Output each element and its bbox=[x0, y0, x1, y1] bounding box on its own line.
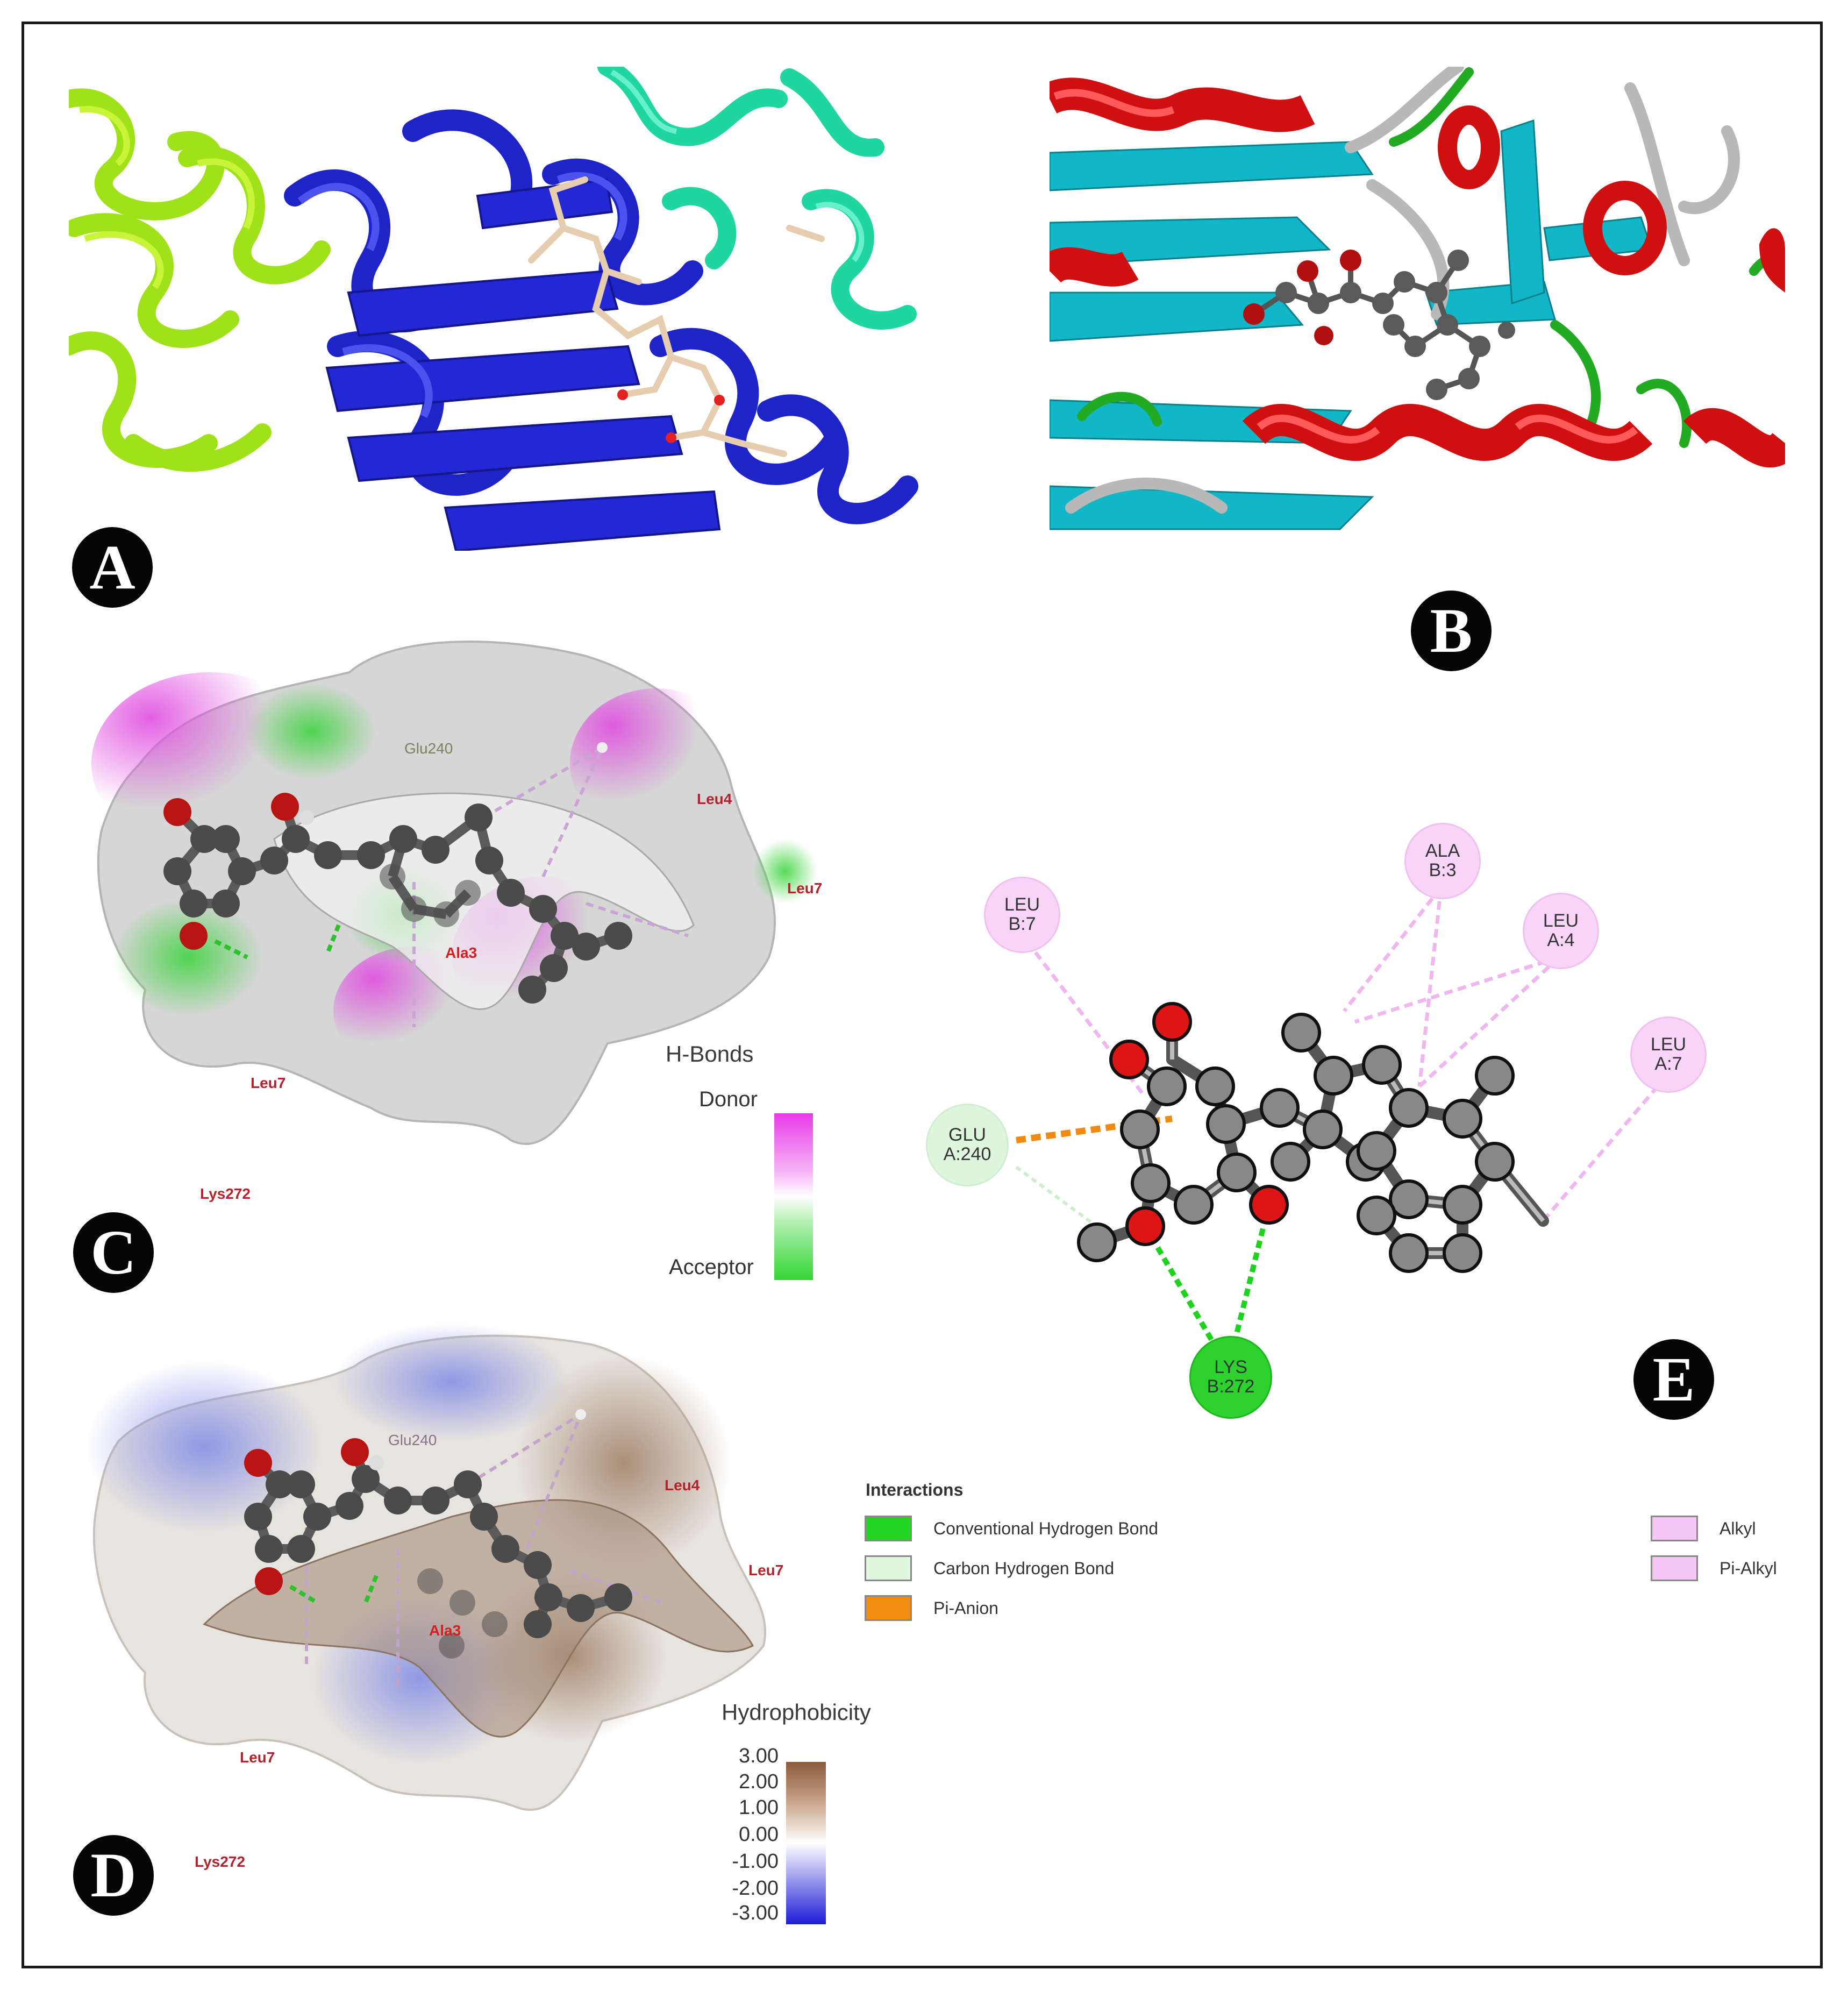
panel-label-c: C bbox=[73, 1212, 154, 1293]
legend-label: Pi-Anion bbox=[933, 1598, 998, 1618]
interactions-legend-item: Pi-Alkyl bbox=[1651, 1555, 1777, 1581]
interactions-legend-item: Pi-Anion bbox=[865, 1595, 998, 1621]
residue-ala-b3: ALA B:3 bbox=[1404, 823, 1481, 899]
hydro-tick: -2.00 bbox=[732, 1877, 779, 1900]
hbond-legend-title: H-Bonds bbox=[666, 1041, 754, 1066]
residue-leu-b7-name: LEU bbox=[1004, 894, 1040, 915]
interactions-legend-title: Interactions bbox=[866, 1480, 964, 1499]
residue-lys-b272-name: LYS bbox=[1214, 1357, 1247, 1378]
panel-c-label-leu7-right: Leu7 bbox=[787, 880, 823, 897]
panel-d-label-ala3: Ala3 bbox=[429, 1622, 461, 1639]
residue-leu-a4-chain: A:4 bbox=[1547, 930, 1575, 950]
panel-d-label-leu4: Leu4 bbox=[665, 1477, 700, 1494]
panel-c-image bbox=[70, 624, 817, 1172]
legend-label: Alkyl bbox=[1719, 1518, 1756, 1538]
hydro-tick: -1.00 bbox=[732, 1850, 779, 1873]
hydro-tick: 0.00 bbox=[739, 1823, 779, 1846]
hydro-tick: 3.00 bbox=[739, 1745, 779, 1767]
residue-glu-a240-chain: A:240 bbox=[943, 1144, 991, 1164]
hbond-legend-acceptor: Acceptor bbox=[669, 1255, 754, 1279]
panel-c-label-lys272: Lys272 bbox=[200, 1185, 251, 1202]
residue-leu-b7-chain: B:7 bbox=[1008, 914, 1036, 934]
hydro-tick: -3.00 bbox=[732, 1902, 779, 1924]
legend-swatch bbox=[1651, 1555, 1698, 1581]
residue-leu-a7-chain: A:7 bbox=[1654, 1054, 1682, 1074]
panel-d-image bbox=[75, 1323, 790, 1823]
residue-leu-b7: LEU B:7 bbox=[984, 877, 1060, 953]
panel-d-label-leu7-bottom: Leu7 bbox=[240, 1749, 275, 1766]
interactions-legend-item: Carbon Hydrogen Bond bbox=[865, 1555, 1114, 1581]
interactions-legend-item: Conventional Hydrogen Bond bbox=[865, 1516, 1158, 1541]
legend-swatch bbox=[865, 1516, 912, 1541]
panel-label-e: E bbox=[1633, 1339, 1714, 1420]
legend-swatch bbox=[865, 1555, 912, 1581]
panel-label-a: A bbox=[72, 527, 153, 608]
legend-label: Carbon Hydrogen Bond bbox=[933, 1558, 1115, 1578]
residue-leu-a4-name: LEU bbox=[1543, 911, 1579, 931]
residue-leu-a7: LEU A:7 bbox=[1630, 1016, 1707, 1093]
hbond-legend-gradient bbox=[774, 1113, 813, 1280]
panel-a-image bbox=[69, 67, 925, 551]
legend-swatch bbox=[865, 1595, 912, 1621]
residue-lys-b272: LYS B:272 bbox=[1189, 1336, 1272, 1419]
panel-c-label-glu240: Glu240 bbox=[404, 740, 453, 757]
legend-label: Conventional Hydrogen Bond bbox=[933, 1518, 1159, 1538]
panel-d-label-lys272: Lys272 bbox=[195, 1853, 245, 1870]
hydro-tick: 1.00 bbox=[739, 1796, 779, 1819]
legend-label: Pi-Alkyl bbox=[1719, 1558, 1777, 1578]
figure-frame bbox=[22, 22, 1823, 1968]
panel-c-label-leu7-bottom: Leu7 bbox=[251, 1075, 286, 1091]
hbond-legend-donor: Donor bbox=[699, 1087, 758, 1111]
panel-c-label-ala3: Ala3 bbox=[445, 944, 477, 961]
panel-c-label-leu4: Leu4 bbox=[697, 791, 732, 807]
residue-ala-b3-chain: B:3 bbox=[1429, 860, 1457, 880]
residue-lys-b272-chain: B:272 bbox=[1207, 1376, 1255, 1397]
panel-b-image bbox=[1050, 67, 1785, 551]
hydro-tick: 2.00 bbox=[739, 1770, 779, 1793]
panel-label-b: B bbox=[1411, 591, 1492, 671]
legend-swatch bbox=[1651, 1516, 1698, 1541]
residue-leu-a7-name: LEU bbox=[1650, 1034, 1687, 1055]
panel-d-label-leu7-right: Leu7 bbox=[748, 1562, 784, 1578]
residue-glu-a240-name: GLU bbox=[948, 1125, 986, 1146]
panel-e-diagram bbox=[893, 742, 1764, 1420]
residue-glu-a240: GLU A:240 bbox=[926, 1104, 1009, 1186]
panel-label-d: D bbox=[73, 1835, 154, 1916]
residue-leu-a4: LEU A:4 bbox=[1523, 893, 1599, 969]
hydrophobicity-legend-gradient bbox=[786, 1762, 826, 1924]
panel-d-label-glu240: Glu240 bbox=[388, 1432, 437, 1448]
interactions-legend-item: Alkyl bbox=[1651, 1516, 1756, 1541]
hydrophobicity-legend-title: Hydrophobicity bbox=[722, 1700, 871, 1725]
residue-ala-b3-name: ALA bbox=[1425, 841, 1460, 862]
